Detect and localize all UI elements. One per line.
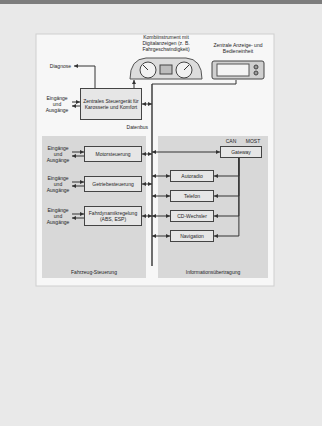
device-box: Autoradio: [170, 170, 214, 182]
node-text: Telefon: [184, 193, 200, 199]
io-label: Eingänge und Ausgänge: [45, 207, 71, 225]
node-text: Fahrdynamikregelung (ABS, ESP): [87, 210, 139, 222]
bus-wire: [142, 104, 152, 105]
gauge-cluster: [126, 56, 206, 80]
display-unit: [210, 60, 266, 80]
node-text: Autoradio: [181, 173, 202, 179]
node-text: Motorsteuerung: [95, 151, 130, 157]
io-arrow: [72, 106, 80, 107]
node-text: Zentrale Anzeige- und Bedieneinheit: [211, 42, 265, 54]
connector: [214, 158, 239, 176]
screen: [217, 64, 249, 76]
node-text: CD-Wechsler: [177, 213, 207, 219]
control-unit: Fahrdynamikregelung (ABS, ESP): [84, 206, 142, 226]
bus-wire: [152, 196, 170, 197]
knob: [254, 71, 258, 75]
node-text: Gateway: [231, 149, 251, 155]
control-unit: Motorsteuerung: [84, 146, 142, 162]
io-label: Eingänge und Ausgänge: [45, 145, 71, 163]
io-arrow: [72, 182, 84, 183]
signal-label: Diagnose: [46, 63, 71, 69]
region-fill: [158, 136, 268, 278]
io-arrow: [72, 218, 84, 219]
device-box: Navigation: [170, 230, 214, 242]
connector: [214, 158, 239, 216]
io-arrow: [72, 214, 84, 215]
instrument-cluster: Kombiinstrument mit Digitalanzeigen (z. …: [126, 34, 206, 80]
gateway-box: Gateway: [220, 146, 262, 158]
device-box: Telefon: [170, 190, 214, 202]
control-panel: Zentrale Anzeige- und Bedieneinheit: [210, 42, 266, 80]
bus-wire: [152, 176, 170, 177]
control-unit: Getriebesteuerung: [84, 176, 142, 192]
region-fill: [42, 136, 146, 278]
bus-label: Datenbus: [104, 124, 148, 130]
io-arrow: [72, 102, 80, 103]
diagnose-arrow: [74, 66, 95, 88]
node-text: Zentrales Steuergerät für Karosserie und…: [83, 98, 139, 110]
bus-label: CAN: [222, 138, 240, 144]
connector: [214, 158, 239, 196]
knob: [254, 65, 258, 69]
node-text: Informationsübertragung: [186, 269, 240, 275]
page-card: [36, 34, 274, 286]
io-arrow: [72, 186, 84, 187]
io-arrow: [72, 152, 84, 153]
bus-wire: [152, 236, 170, 237]
device-box: CD-Wechsler: [170, 210, 214, 222]
node-text: Getriebesteuerung: [92, 181, 133, 187]
connector: [134, 80, 135, 88]
bus-wire: [152, 216, 170, 217]
node-text: Navigation: [180, 233, 204, 239]
io-label: Eingänge und Ausgänge: [45, 175, 71, 193]
node-text: Fahrzeug-Steuerung: [71, 269, 117, 275]
bus-wire: [142, 184, 152, 185]
bus-label: MOST: [242, 138, 264, 144]
digital-display: [160, 65, 172, 74]
control-unit: Zentrales Steuergerät für Karosserie und…: [80, 88, 142, 120]
bus-wire: [152, 152, 220, 153]
bus-wire: [152, 80, 236, 84]
data-bus: [151, 84, 152, 266]
io-label: Eingänge und Ausgänge: [44, 95, 70, 113]
cluster-housing: [130, 58, 202, 79]
node-text: Kombiinstrument mit Digitalanzeigen (z. …: [127, 34, 205, 52]
bus-wire: [142, 154, 152, 155]
bus-wire: [142, 216, 152, 217]
region-panel: GatewayAutoradioTelefonCD-WechslerNaviga…: [158, 136, 268, 278]
connector: [214, 158, 239, 236]
top-strip: [0, 0, 322, 4]
unit-housing: [212, 61, 264, 79]
io-arrow: [72, 156, 84, 157]
